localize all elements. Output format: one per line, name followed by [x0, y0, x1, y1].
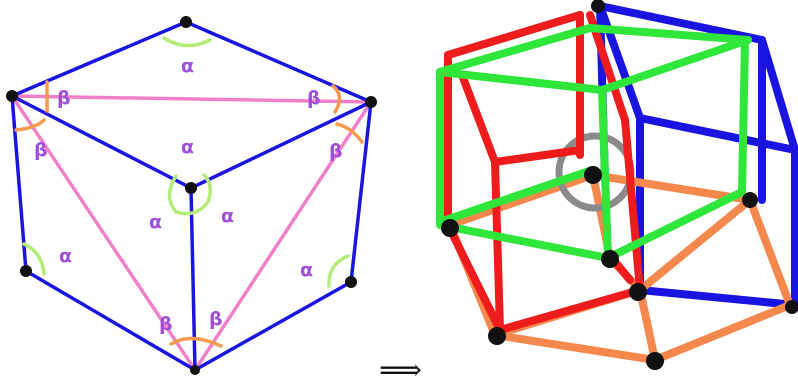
beta-label-top-right: β — [307, 87, 321, 109]
beta-arc-right — [335, 122, 364, 144]
cube-edges — [10, 20, 373, 372]
alpha-label-right: α — [300, 259, 313, 281]
orange-edge — [651, 301, 794, 364]
edge-inner-right — [189, 100, 373, 190]
vertex-center — [185, 182, 197, 194]
beta-label-top-left: β — [57, 87, 71, 109]
green-frame — [436, 24, 752, 262]
red-edge — [586, 11, 629, 124]
pink-triangle — [10, 94, 373, 372]
orange-edge — [491, 331, 659, 364]
beta-label-bottom-right: β — [209, 308, 223, 330]
wire-vertex — [441, 219, 459, 237]
alpha-label-center-right: α — [221, 205, 234, 227]
green-edge — [598, 36, 752, 94]
green-edge — [586, 24, 752, 44]
alpha-label-center-left: α — [149, 211, 162, 233]
right-wireframe-diagram — [436, 0, 798, 370]
edge-bottom-left — [24, 269, 197, 372]
red-edge — [496, 286, 644, 334]
beta-label-left: β — [34, 139, 48, 161]
red-edge — [444, 221, 504, 334]
wire-vertex — [646, 352, 664, 370]
vertex-bottom-right — [345, 276, 357, 288]
alpha-arc-left — [22, 242, 46, 276]
alpha-arc-top — [162, 36, 212, 48]
red-edge — [621, 116, 644, 294]
blue-edge — [596, 2, 766, 44]
orange-edge — [636, 196, 754, 294]
wire-vertex — [488, 327, 506, 345]
pink-diagonal-right — [193, 100, 373, 372]
wire-vertex — [601, 250, 619, 268]
green-edge — [436, 24, 594, 76]
pink-diagonal-left — [10, 94, 197, 372]
red-edge — [491, 146, 584, 166]
vertex-right — [365, 96, 377, 108]
wire-vertex — [629, 283, 647, 301]
blue-edge — [596, 2, 644, 122]
wire-vertex — [742, 192, 758, 208]
edge-inner-left — [10, 94, 193, 190]
beta-arc-top-right — [331, 84, 342, 114]
red-edge — [491, 158, 504, 334]
blue-edge — [636, 286, 798, 309]
edge-center-vertical — [189, 186, 197, 372]
edge-right-vertical — [349, 100, 373, 284]
green-edge — [436, 166, 596, 226]
green-edge — [738, 36, 749, 196]
wireframe-vertices — [441, 0, 798, 370]
blue-edge — [636, 114, 798, 154]
edge-top-left — [10, 20, 188, 98]
alpha-arc-right — [327, 254, 350, 288]
cube-vertices — [6, 16, 377, 375]
alpha-label-top: α — [181, 55, 194, 77]
pink-diagonal-top — [10, 94, 373, 104]
alpha-label-center-top: α — [181, 136, 194, 158]
wire-vertex — [591, 0, 605, 13]
blue-edge — [758, 36, 798, 154]
green-edge — [604, 188, 746, 262]
green-edge — [436, 221, 612, 262]
angle-labels: α β β β β α α α α α β β — [34, 55, 343, 335]
edge-top-right — [184, 20, 373, 104]
beta-label-bottom-left: β — [159, 313, 173, 335]
wire-vertex — [584, 166, 602, 184]
vertex-bottom-left — [20, 265, 32, 277]
vertex-bottom — [190, 365, 200, 375]
left-cube-diagram: α β β β β α α α α α β β — [6, 16, 377, 375]
beta-arc-left — [14, 118, 46, 132]
beta-label-right: β — [329, 140, 343, 162]
vertex-top — [180, 16, 192, 28]
orange-edge — [746, 196, 794, 309]
alpha-arcs — [22, 36, 350, 288]
red-edge — [458, 71, 499, 166]
wire-vertex — [785, 300, 798, 314]
implies-arrow: ⟹ — [379, 353, 422, 383]
beta-arc-bottom — [169, 336, 223, 348]
vertex-left — [6, 90, 18, 102]
green-edge — [598, 86, 612, 262]
edge-left-vertical — [10, 94, 28, 273]
red-edge — [444, 11, 584, 59]
alpha-label-left: α — [59, 245, 72, 267]
orange-edge — [589, 171, 754, 204]
beta-arcs — [14, 80, 364, 348]
edge-bottom-right — [193, 280, 353, 372]
green-edge — [436, 68, 606, 94]
orange-edge — [636, 286, 659, 364]
orange-edge — [446, 171, 597, 229]
alpha-arc-center — [167, 173, 212, 216]
